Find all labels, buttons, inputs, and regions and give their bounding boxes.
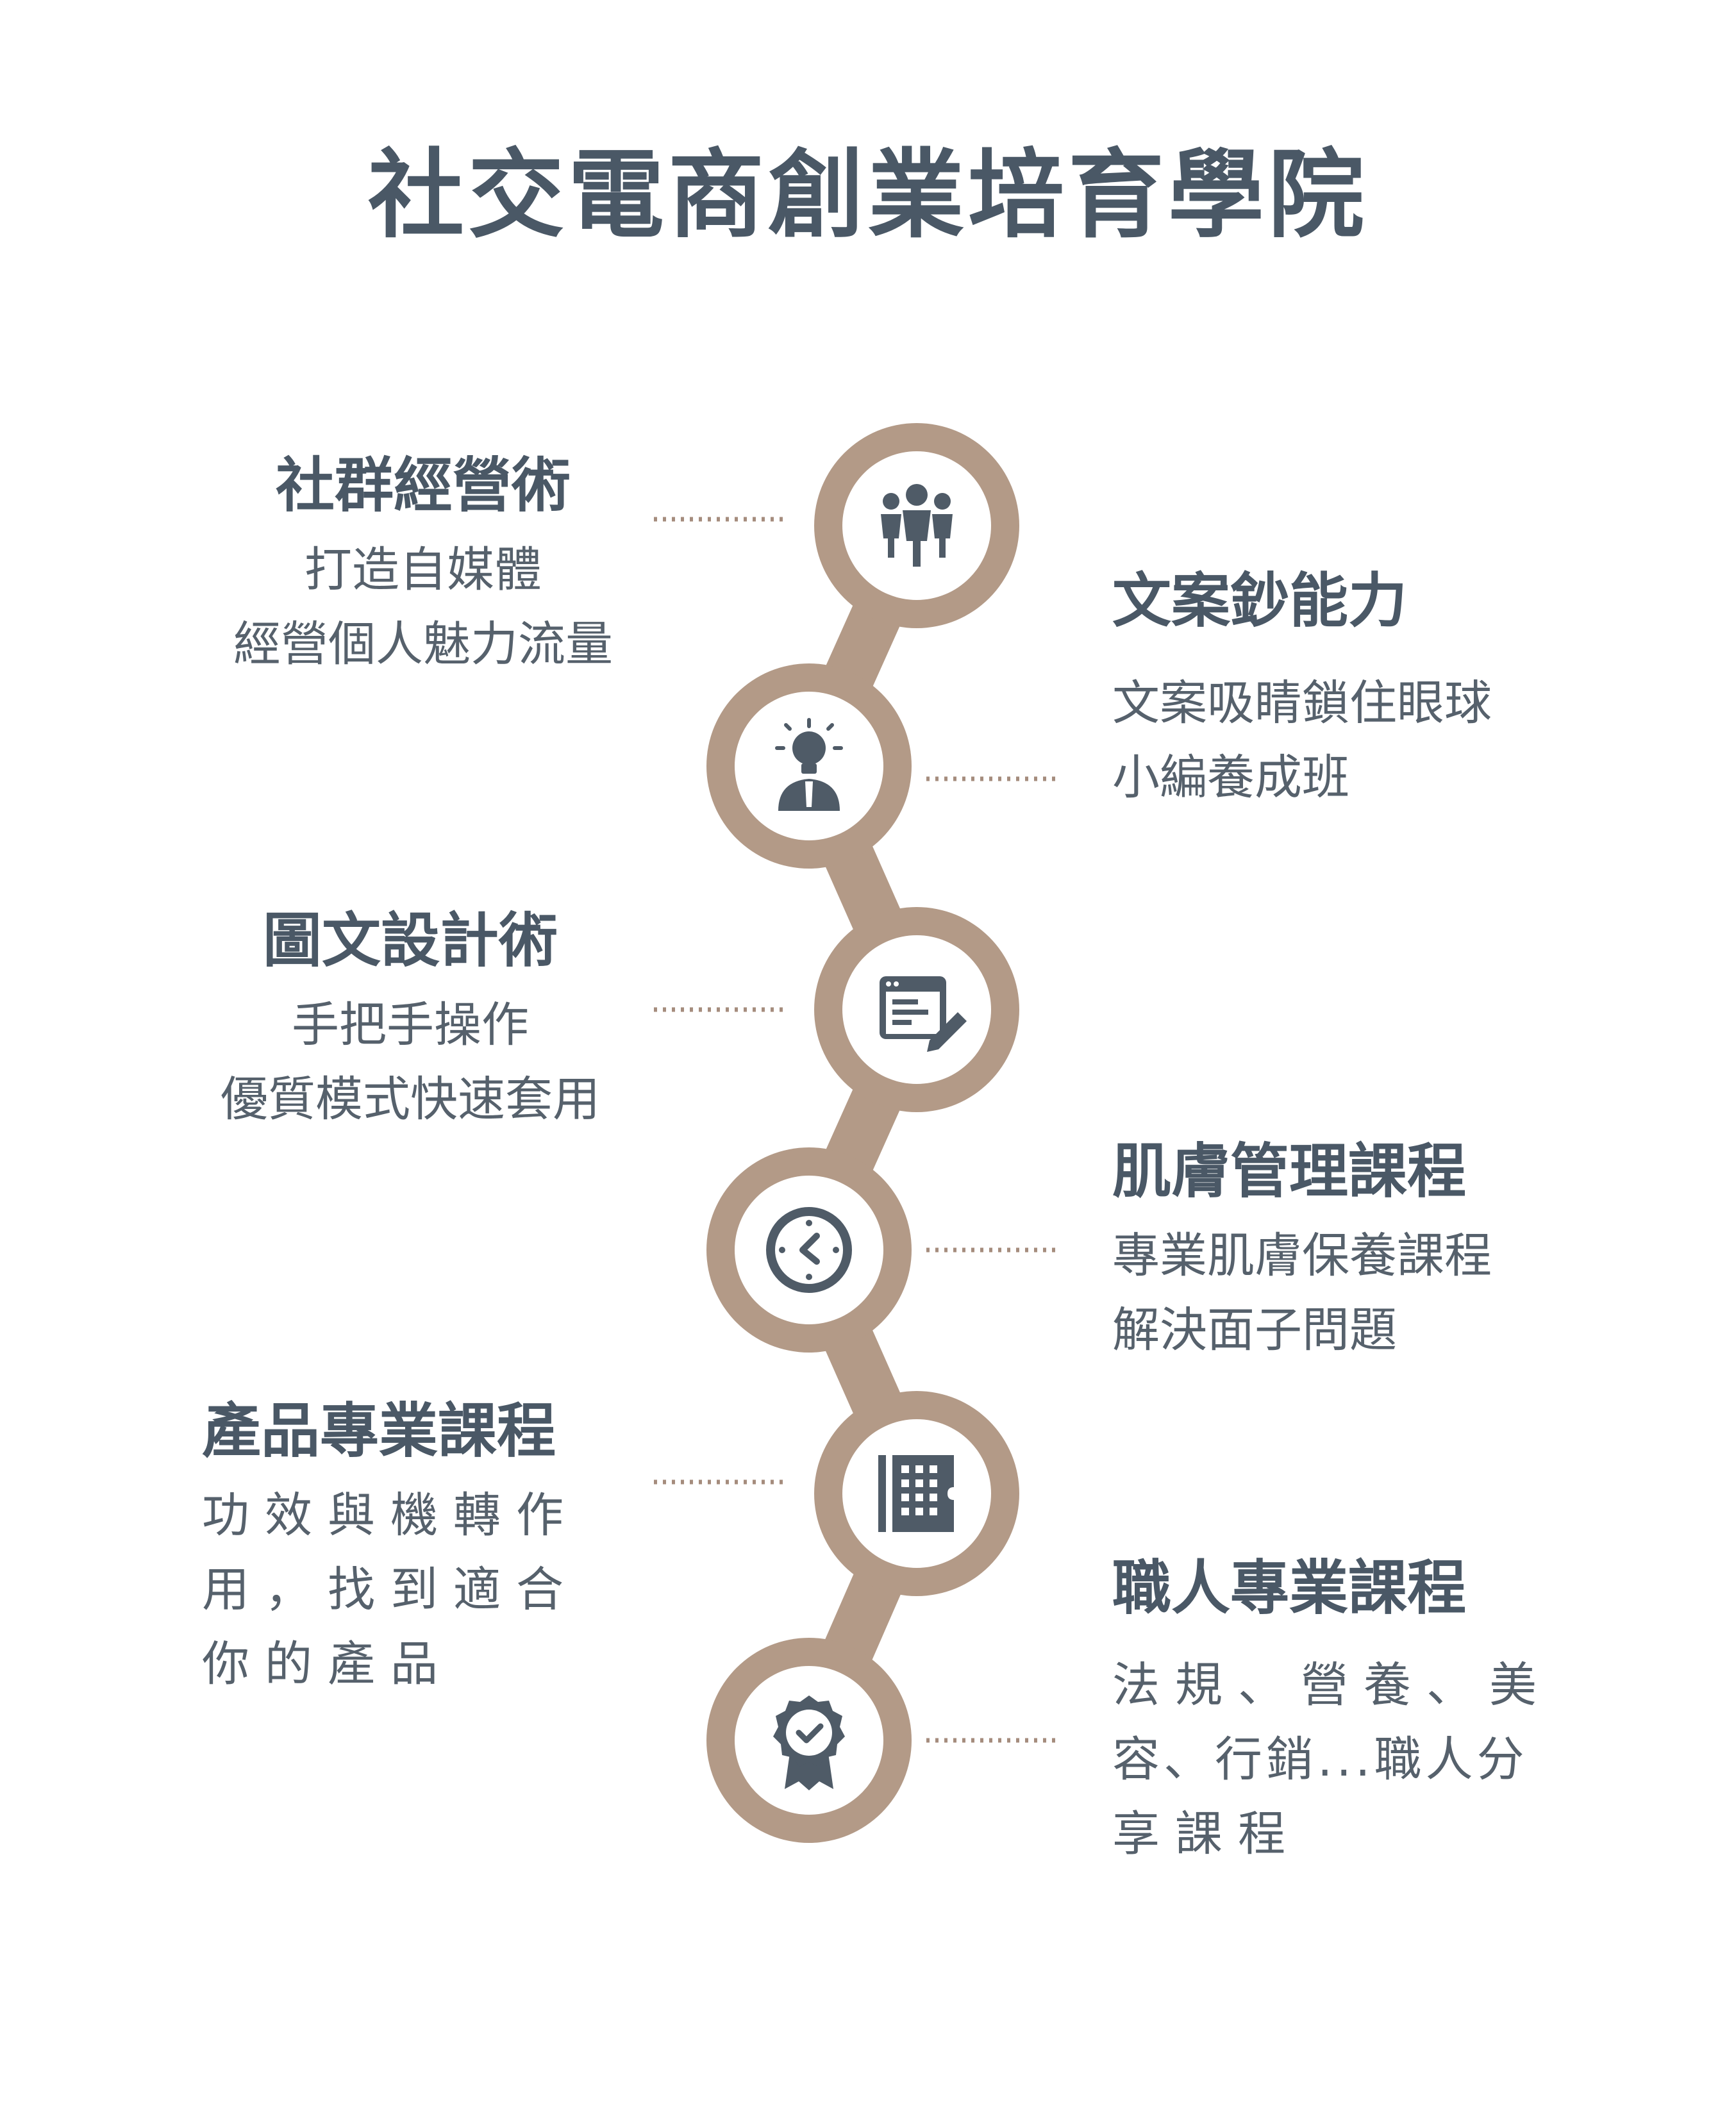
item-desc-line: 享課程 xyxy=(1112,1806,1301,1862)
item-desc-line: 容、行銷...職人分 xyxy=(1112,1732,1528,1788)
clock-icon xyxy=(745,1186,873,1314)
item-copywriting: 文案鈔能力 文案吸睛鎖住眼球 小編養成班 xyxy=(1112,564,1651,815)
item-desc-line: 打造自媒體 xyxy=(305,542,542,597)
item-desc-line: 解決面子問題 xyxy=(1112,1303,1397,1358)
item-heading: 圖文設計術 xyxy=(262,906,558,975)
item-social-media: 社群經營術 打造自媒體 經營個人魅力流量 xyxy=(192,449,654,681)
item-heading: 社群經營術 xyxy=(275,451,571,520)
item-heading: 文案鈔能力 xyxy=(1112,567,1408,635)
people-group-icon xyxy=(853,462,981,590)
item-desc-line: 法規、營養、美 xyxy=(1112,1658,1552,1713)
item-desc-line: 經營個人魅力流量 xyxy=(233,617,613,672)
lightbulb-person-icon xyxy=(745,702,873,830)
award-badge-icon xyxy=(745,1676,873,1804)
item-desc-line: 手把手操作 xyxy=(292,997,529,1053)
item-product-course: 產品專業課程 功效與機轉作 用，找到適合 你的產品 xyxy=(202,1394,664,1702)
item-skin-care: 肌膚管理課程 專業肌膚保養課程 解決面子問題 xyxy=(1112,1135,1651,1367)
item-desc-line: 小編養成班 xyxy=(1112,750,1349,806)
item-desc-line: 專業肌膚保養課程 xyxy=(1112,1228,1492,1283)
item-heading: 產品專業課程 xyxy=(202,1397,556,1465)
item-heading: 肌膚管理課程 xyxy=(1112,1137,1467,1206)
item-graphic-design: 圖文設計術 手把手操作 優質模式快速套用 xyxy=(186,904,635,1137)
product-grid-icon xyxy=(853,1429,981,1558)
item-desc-line: 用，找到適合 xyxy=(202,1562,579,1618)
item-desc-line: 優質模式快速套用 xyxy=(221,1072,600,1128)
item-professional-course: 職人專業課程 法規、營養、美 容、行銷...職人分 享課程 xyxy=(1112,1551,1651,1872)
page-title: 社交電商創業培育學院 xyxy=(367,140,1368,251)
item-heading: 職人專業課程 xyxy=(1112,1554,1467,1622)
item-desc-line: 功效與機轉作 xyxy=(202,1488,579,1543)
item-desc-line: 文案吸睛鎖住眼球 xyxy=(1112,676,1492,731)
design-edit-icon xyxy=(853,945,981,1074)
item-desc-line: 你的產品 xyxy=(202,1636,453,1692)
